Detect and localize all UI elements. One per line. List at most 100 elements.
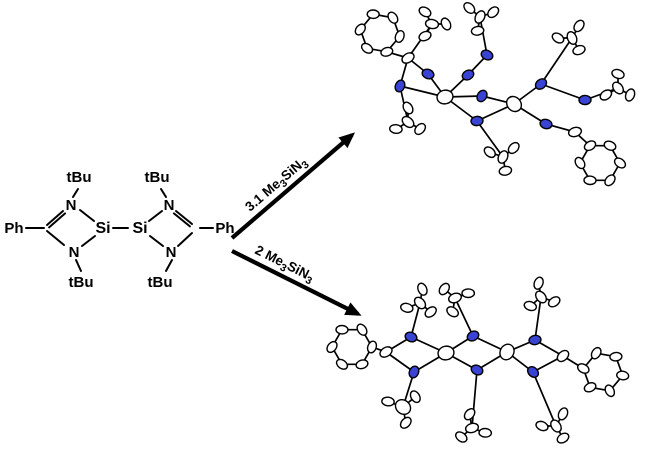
atom-ellipsoid <box>461 288 476 299</box>
atom-ellipsoid <box>399 416 412 429</box>
atom-ellipsoid <box>547 296 561 308</box>
n-label-top-right: N <box>164 197 175 214</box>
atom-ellipsoid <box>572 44 586 56</box>
bond <box>172 212 191 228</box>
atom-ellipsoid <box>414 122 427 136</box>
arrow-bottom: 2 Me3SiN3 <box>231 242 362 316</box>
atom-ellipsoid <box>446 306 460 318</box>
bond <box>46 230 65 246</box>
atom-ellipsoid <box>418 6 432 18</box>
ortep-bond <box>540 83 586 101</box>
ph-label-left: Ph <box>4 220 23 237</box>
atom-ellipsoid <box>379 346 393 358</box>
atom-ellipsoid <box>574 156 586 170</box>
n-label-top-left: N <box>66 197 77 214</box>
atom-ellipsoid <box>505 95 523 113</box>
atom-ellipsoid <box>436 89 454 105</box>
ortep-bond <box>532 371 557 427</box>
bond <box>148 210 163 222</box>
nitrogen-atom-ellipsoid <box>394 79 406 93</box>
atom-ellipsoid <box>401 52 415 64</box>
atom-ellipsoid <box>590 346 602 360</box>
atom-ellipsoid <box>609 351 623 362</box>
bond <box>48 212 67 229</box>
atom-ellipsoid <box>380 46 394 57</box>
atom-ellipsoid <box>556 349 570 363</box>
atom-ellipsoid <box>550 419 562 433</box>
nitrogen-atom-ellipsoid <box>476 89 488 103</box>
atom-ellipsoid <box>583 175 597 186</box>
atom-ellipsoid <box>613 157 627 169</box>
nitrogen-atom-ellipsoid <box>480 49 494 61</box>
atom-ellipsoid <box>604 174 616 187</box>
atom-ellipsoid <box>604 384 616 398</box>
atom-ellipsoid <box>551 32 565 44</box>
atom-ellipsoid <box>534 290 548 304</box>
atom-ellipsoid <box>355 359 369 370</box>
bond <box>75 259 82 272</box>
bond <box>160 188 167 198</box>
tbu-label-top-left: tBu <box>67 169 92 186</box>
atom-ellipsoid <box>424 18 440 30</box>
ortep-bond <box>479 16 488 56</box>
atom-ellipsoid <box>440 17 452 31</box>
atom-ellipsoid <box>583 140 597 152</box>
atom-ellipsoid <box>533 276 544 290</box>
nitrogen-atom-ellipsoid <box>528 334 542 346</box>
atom-ellipsoid <box>463 408 476 421</box>
atom-ellipsoid <box>557 407 569 421</box>
si-label-left: Si <box>95 220 110 237</box>
tbu-label-top-right: tBu <box>145 169 170 186</box>
nitrogen-atom-ellipsoid <box>404 331 418 343</box>
reagent-subscript: 3 <box>278 261 289 274</box>
atom-ellipsoid <box>366 340 378 354</box>
atom-ellipsoid <box>335 324 349 335</box>
atom-ellipsoid <box>402 101 414 115</box>
atom-ellipsoid <box>356 323 368 336</box>
arrow-top: 3.1 Me3SiN3 <box>230 132 356 240</box>
ortep-bond <box>407 23 433 59</box>
atom-ellipsoid <box>483 146 496 159</box>
reactant-structure: Ph tBu N N tBu Si Si tBu N N tBu Ph <box>4 169 234 291</box>
ph-label-right: Ph <box>215 220 234 237</box>
crystal-structure-top <box>354 1 636 187</box>
atom-ellipsoid <box>535 420 549 432</box>
top-arrow-line <box>230 132 356 240</box>
nitrogen-atom-ellipsoid <box>526 365 540 379</box>
n-label-bottom-right: N <box>166 244 177 261</box>
atom-ellipsoid <box>497 150 509 164</box>
atom-ellipsoid <box>387 11 399 24</box>
ortep-bond <box>540 37 573 85</box>
ortep-bond <box>534 296 542 341</box>
top-arrow-label: 3.1 Me3SiN3 <box>242 154 312 217</box>
bond <box>46 210 64 226</box>
tbu-label-bottom-left: tBu <box>69 274 94 291</box>
atom-ellipsoid <box>567 126 583 138</box>
atom-ellipsoid <box>354 23 366 36</box>
atom-ellipsoid <box>326 340 338 354</box>
atom-ellipsoid <box>409 390 421 404</box>
atom-ellipsoid <box>360 42 374 54</box>
bond <box>81 235 96 247</box>
atom-ellipsoid <box>437 345 455 361</box>
atom-ellipsoid <box>399 302 414 313</box>
atom-ellipsoid <box>389 123 403 135</box>
nitrogen-atom-ellipsoid <box>534 78 548 90</box>
atom-ellipsoid <box>566 31 578 45</box>
atom-ellipsoid <box>573 19 585 33</box>
atom-ellipsoid <box>478 427 493 438</box>
atom-ellipsoid <box>418 30 432 42</box>
atom-ellipsoid <box>417 282 428 296</box>
atom-ellipsoid <box>401 115 415 129</box>
bond <box>72 188 79 198</box>
bond <box>79 209 95 222</box>
atom-ellipsoid <box>366 9 380 20</box>
atom-ellipsoid <box>463 1 476 15</box>
atom-ellipsoid <box>603 140 617 151</box>
atom-ellipsoid <box>611 68 625 80</box>
ortep-bond <box>410 302 421 338</box>
atom-ellipsoid <box>498 165 513 176</box>
atom-ellipsoid <box>438 282 451 296</box>
atom-ellipsoid <box>335 358 349 370</box>
